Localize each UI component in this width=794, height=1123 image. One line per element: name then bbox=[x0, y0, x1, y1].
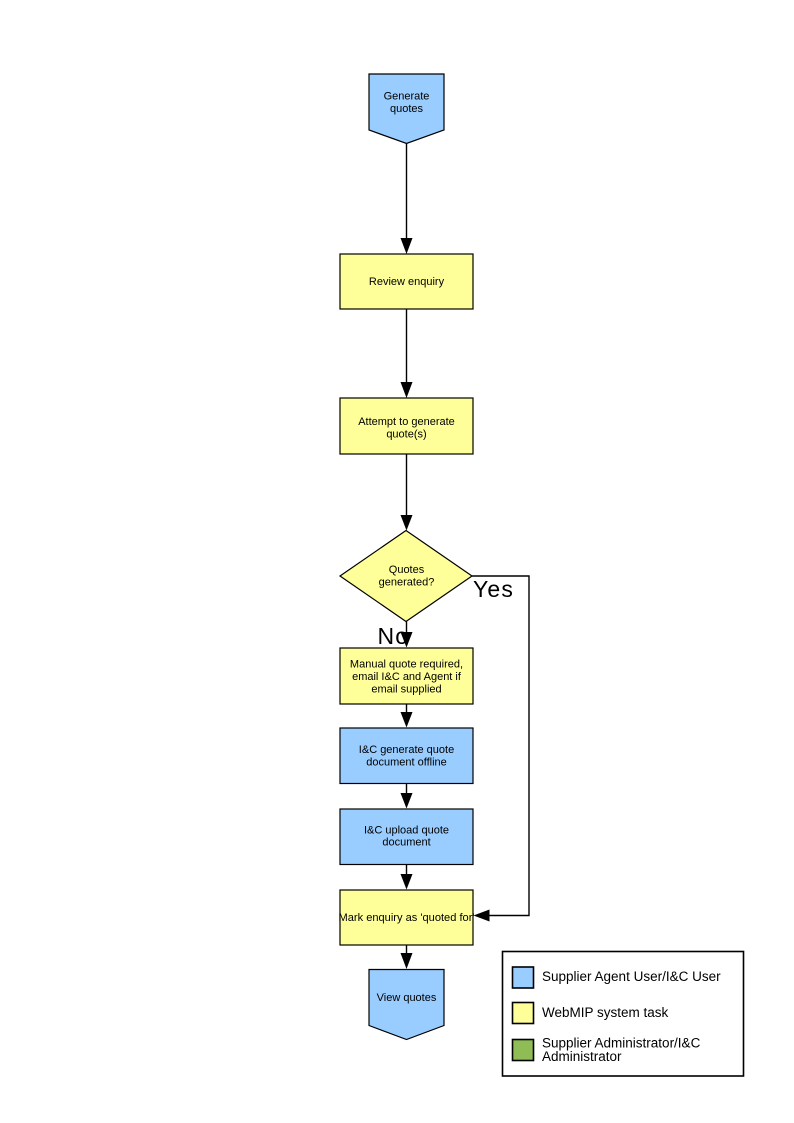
svg-text:Mark enquiry as 'quoted for': Mark enquiry as 'quoted for' bbox=[339, 912, 475, 924]
svg-text:I&C upload quote: I&C upload quote bbox=[364, 825, 449, 837]
svg-text:Generate: Generate bbox=[384, 91, 430, 103]
svg-text:Yes: Yes bbox=[473, 576, 514, 602]
svg-text:document: document bbox=[382, 837, 430, 849]
svg-text:Supplier Agent User/I&C User: Supplier Agent User/I&C User bbox=[542, 969, 721, 984]
svg-text:No: No bbox=[378, 623, 410, 649]
svg-text:View quotes: View quotes bbox=[377, 992, 437, 1004]
svg-text:Administrator: Administrator bbox=[542, 1049, 622, 1064]
svg-text:Supplier Administrator/I&C: Supplier Administrator/I&C bbox=[542, 1036, 701, 1051]
svg-text:email supplied: email supplied bbox=[371, 684, 441, 696]
svg-text:I&C generate quote: I&C generate quote bbox=[359, 744, 454, 756]
svg-text:Quotes: Quotes bbox=[389, 564, 425, 576]
svg-text:document offline: document offline bbox=[366, 757, 447, 769]
svg-text:Manual quote required,: Manual quote required, bbox=[350, 659, 463, 671]
svg-text:quote(s): quote(s) bbox=[386, 429, 426, 441]
svg-text:generated?: generated? bbox=[379, 577, 435, 589]
svg-text:quotes: quotes bbox=[390, 103, 424, 115]
svg-text:Attempt to generate: Attempt to generate bbox=[358, 416, 455, 428]
svg-text:Review enquiry: Review enquiry bbox=[369, 276, 445, 288]
svg-text:WebMIP system task: WebMIP system task bbox=[542, 1005, 669, 1020]
svg-text:email I&C and Agent if: email I&C and Agent if bbox=[352, 671, 462, 683]
